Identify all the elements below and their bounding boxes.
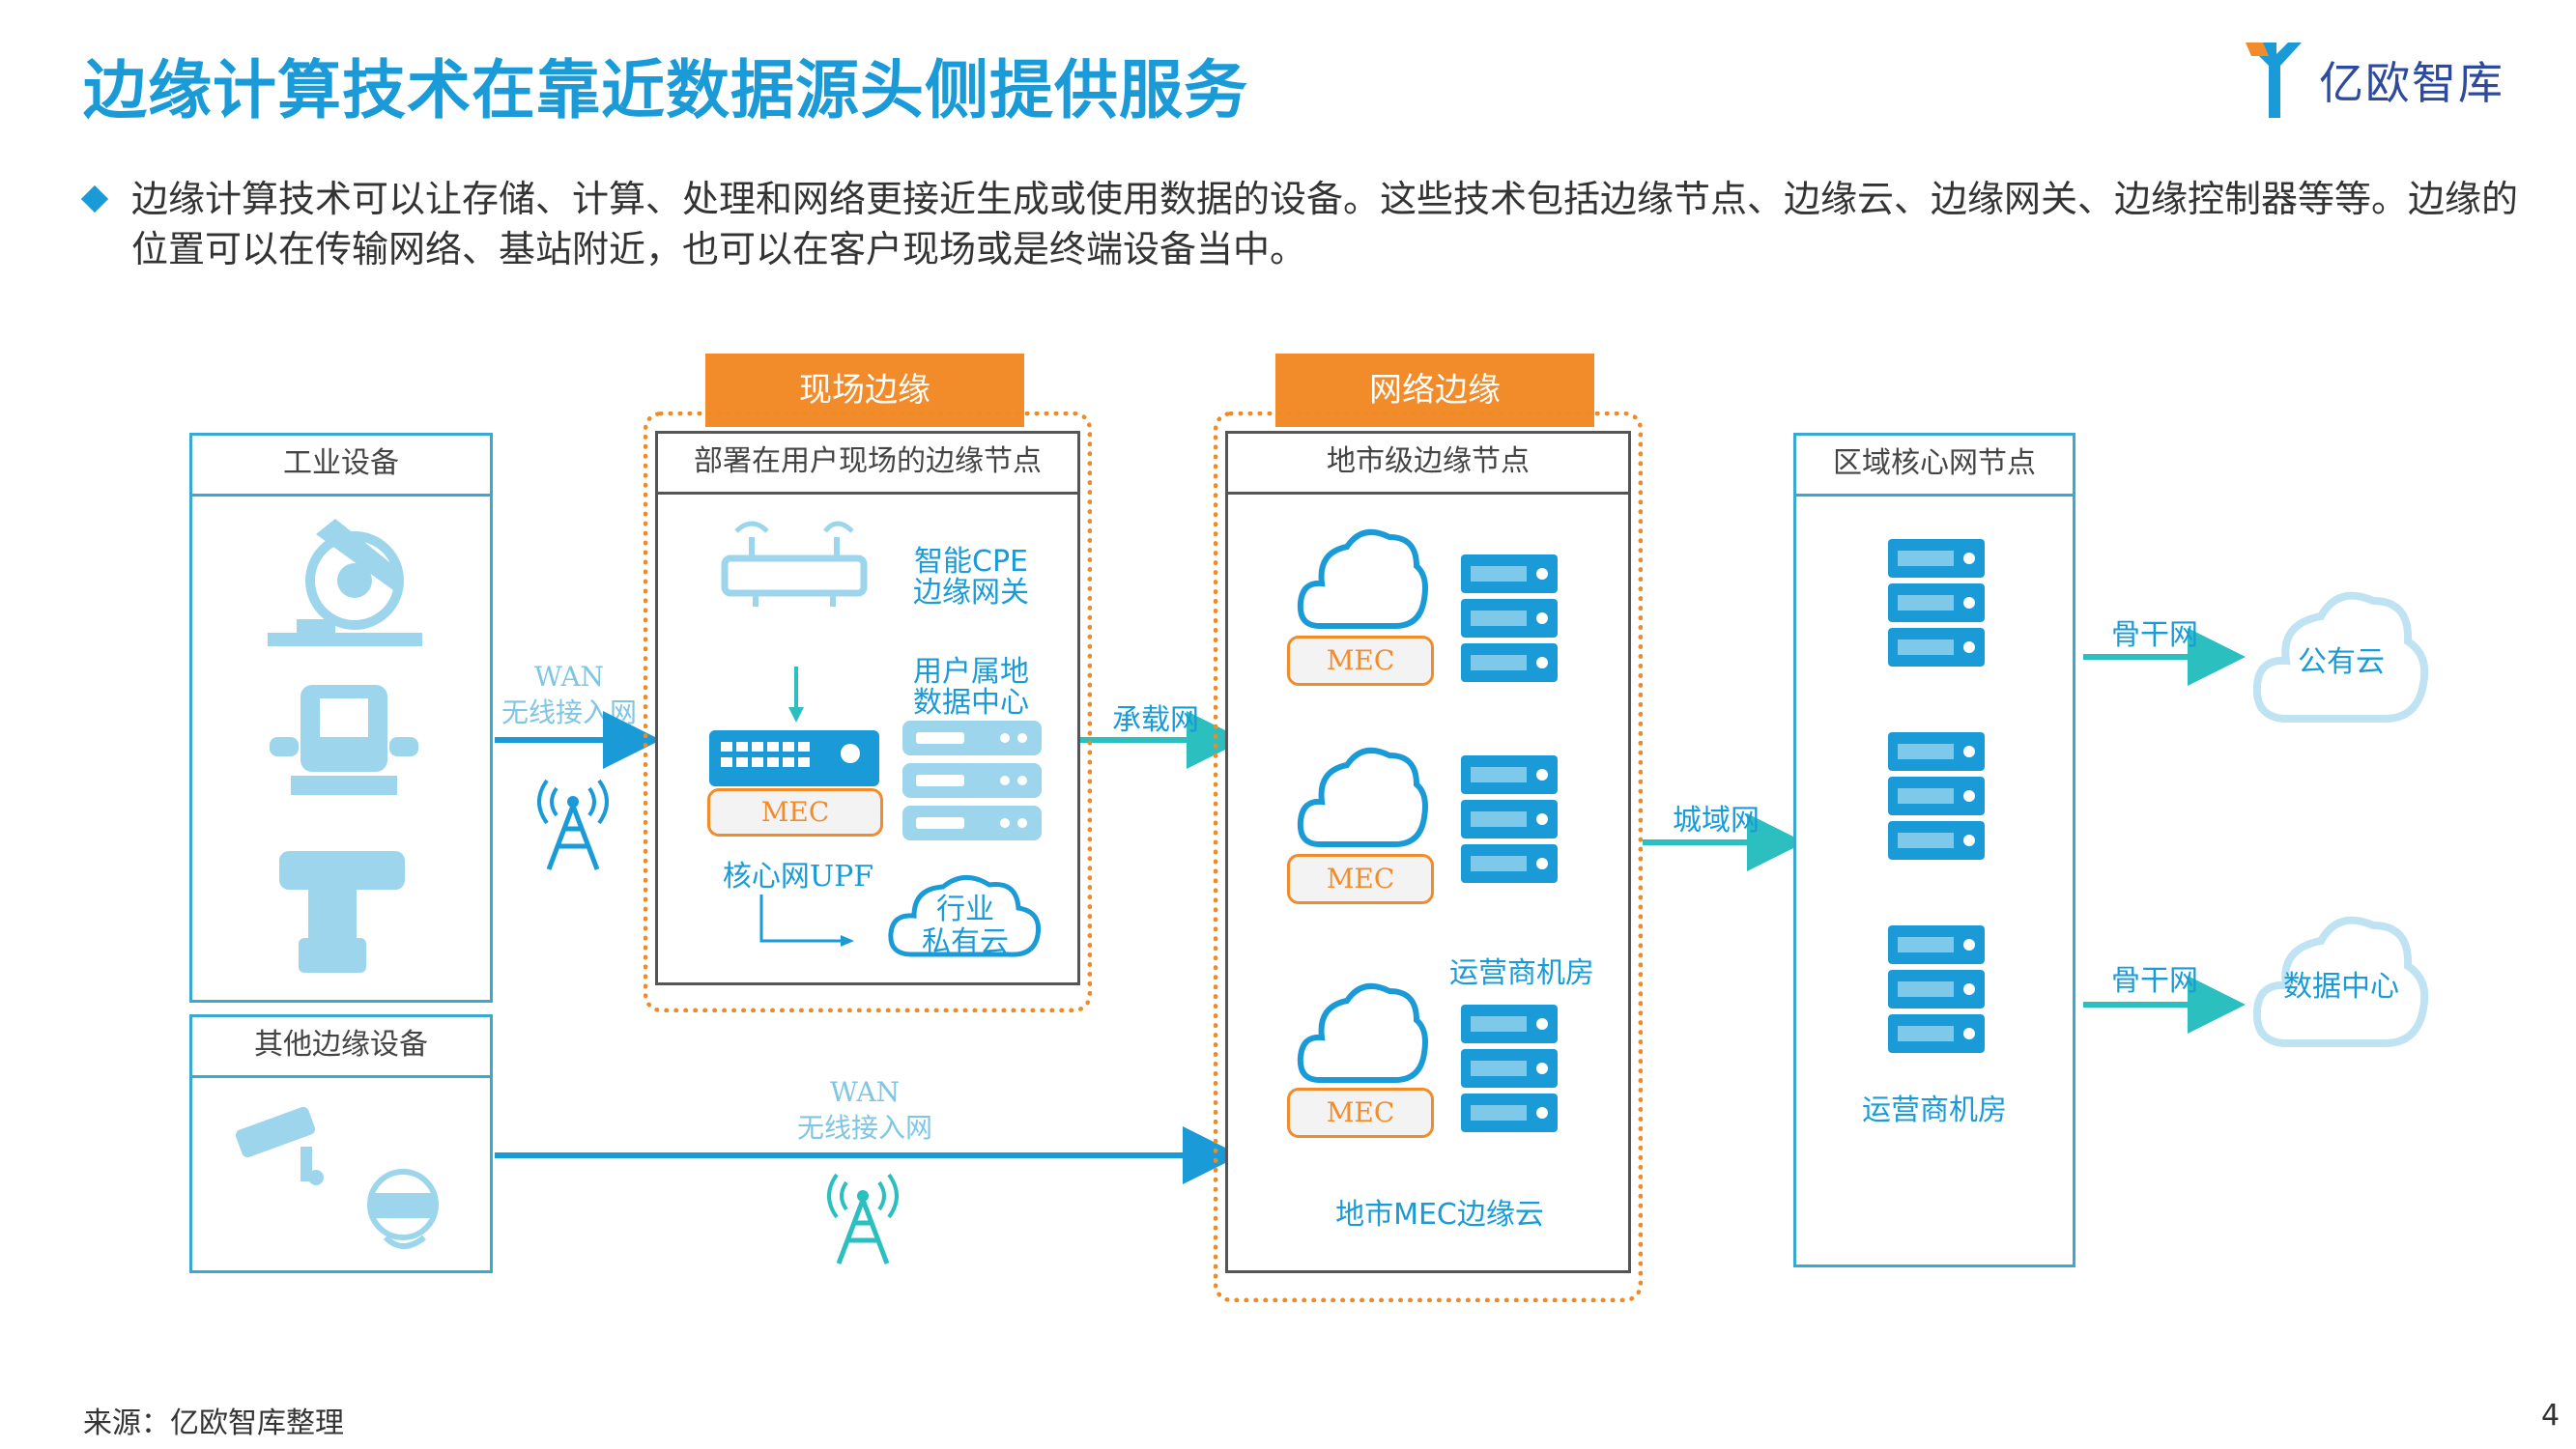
backbone2-label: 骨干网 bbox=[2111, 964, 2198, 998]
wan-bottom-label: WAN bbox=[829, 1076, 901, 1108]
network-mec2-badge: MEC bbox=[1287, 854, 1434, 904]
mec2-cloud-icon bbox=[1297, 747, 1428, 847]
logo-text: 亿欧智库 bbox=[2319, 57, 2504, 109]
security-camera-icon bbox=[235, 1106, 324, 1185]
upf-arrow-icon bbox=[759, 895, 854, 947]
other-edge-devices-header: 其他边缘设备 bbox=[192, 1017, 490, 1078]
public-cloud-label: 公有云 bbox=[2298, 645, 2385, 679]
backbone1-label: 骨干网 bbox=[2111, 618, 2198, 652]
milling-machine-icon bbox=[270, 685, 418, 795]
mec1-cloud-icon bbox=[1297, 528, 1428, 629]
server-rack2-icon bbox=[1461, 755, 1558, 883]
core-server3-icon bbox=[1888, 925, 1985, 1053]
public-cloud-icon bbox=[2252, 591, 2429, 723]
yiou-logo: 亿欧智库 bbox=[2242, 37, 2532, 124]
upf-label: 核心网UPF bbox=[722, 860, 874, 894]
wan-bottom-sublabel: 无线接入网 bbox=[796, 1112, 932, 1144]
network-edge-dotted-frame bbox=[1214, 412, 1643, 1302]
cpe-label-line1: 智能CPE bbox=[914, 545, 1028, 579]
core-server1-icon bbox=[1888, 539, 1985, 667]
server-rack1-icon bbox=[1461, 554, 1558, 682]
core-server2-icon bbox=[1888, 732, 1985, 860]
intro-text: 边缘计算技术可以让存储、计算、处理和网络更接近生成或使用数据的设备。这些技术包括… bbox=[131, 178, 2519, 270]
user-dc-label-line1: 用户属地 bbox=[913, 655, 1029, 689]
datacenter-cloud-icon bbox=[2252, 916, 2429, 1047]
circular-saw-icon bbox=[268, 519, 422, 646]
network-mec1-badge: MEC bbox=[1287, 636, 1434, 686]
datacenter-label: 数据中心 bbox=[2283, 970, 2399, 1004]
cpe-label-line2: 边缘网关 bbox=[913, 576, 1029, 610]
private-cloud-line2: 私有云 bbox=[922, 925, 1009, 959]
industrial-devices-header: 工业设备 bbox=[192, 436, 490, 497]
onsite-mec-badge: MEC bbox=[707, 788, 883, 837]
wan-top-label: WAN bbox=[533, 661, 605, 693]
logo-mark-icon bbox=[2246, 43, 2302, 118]
onsite-edge-header: 部署在用户现场的边缘节点 bbox=[658, 434, 1077, 495]
power-drill-icon bbox=[279, 851, 405, 973]
network-mec3-badge: MEC bbox=[1287, 1088, 1434, 1138]
core-room-label: 运营商机房 bbox=[1862, 1094, 2007, 1127]
cpe-router-icon bbox=[721, 521, 868, 607]
industrial-devices-box: 工业设备 bbox=[189, 433, 493, 1003]
server-rack3-icon bbox=[1461, 1005, 1558, 1132]
down-arrow-icon bbox=[788, 667, 804, 723]
vr-headset-user-icon bbox=[367, 1169, 439, 1249]
network-edge-footer: 地市MEC边缘云 bbox=[1335, 1198, 1544, 1232]
cell-tower-top-icon bbox=[537, 779, 609, 870]
private-cloud-icon bbox=[888, 875, 1042, 957]
other-edge-devices-box: 其他边缘设备 bbox=[189, 1014, 493, 1273]
mec-server-icon bbox=[709, 730, 879, 786]
user-dc-label-line2: 数据中心 bbox=[913, 686, 1029, 720]
private-cloud-line1: 行业 bbox=[936, 893, 994, 926]
page-number: 4 bbox=[2541, 1399, 2561, 1433]
mec3-cloud-icon bbox=[1297, 982, 1428, 1083]
source-note: 来源：亿欧智库整理 bbox=[83, 1406, 344, 1440]
onsite-edge-dotted-frame bbox=[644, 412, 1092, 1012]
network-edge-header: 地市级边缘节点 bbox=[1228, 434, 1628, 495]
bearer-network-label: 承载网 bbox=[1112, 703, 1199, 737]
user-dc-server-icon bbox=[902, 721, 1042, 840]
intro-bullet: 边缘计算技术可以让存储、计算、处理和网络更接近生成或使用数据的设备。这些技术包括… bbox=[80, 174, 2520, 274]
network-room-label: 运营商机房 bbox=[1449, 956, 1594, 990]
core-node-header: 区域核心网节点 bbox=[1796, 436, 2073, 497]
page-title: 边缘计算技术在靠近数据源头侧提供服务 bbox=[83, 53, 1248, 128]
metro-network-label: 城域网 bbox=[1673, 804, 1760, 838]
cell-tower-bottom-icon bbox=[827, 1173, 899, 1264]
